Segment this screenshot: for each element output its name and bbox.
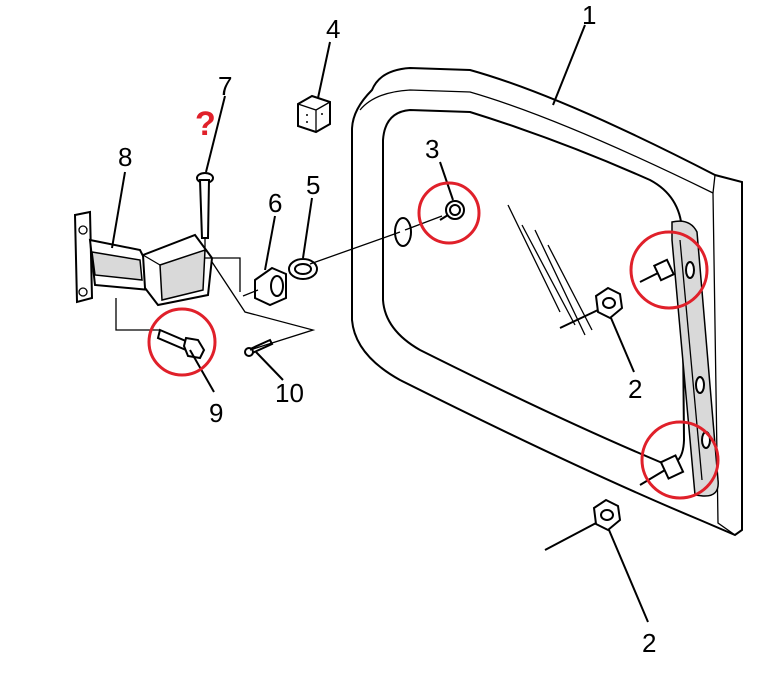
callout-10: 10 xyxy=(275,378,304,408)
hinge-bracket-part-6 xyxy=(242,266,287,307)
highlight-circle-upper-stud xyxy=(629,230,709,310)
window-frame-edge xyxy=(712,174,736,536)
highlight-circle-bolt-9 xyxy=(147,307,217,377)
nut-part-2-upper xyxy=(559,286,624,329)
callout-2-upper: 2 xyxy=(628,374,642,404)
window-glass-assembly xyxy=(351,66,743,537)
leader-lines xyxy=(111,24,649,623)
bolt-part-9 xyxy=(156,328,206,360)
latch-strip xyxy=(671,220,719,497)
callout-8: 8 xyxy=(118,142,132,172)
callout-1: 1 xyxy=(582,0,596,30)
callout-4: 4 xyxy=(326,14,340,44)
glass-stud-lower-right xyxy=(639,454,685,486)
assembly-lines xyxy=(115,215,443,351)
question-mark-annotation: ? xyxy=(195,105,216,143)
callout-9: 9 xyxy=(209,398,223,428)
callout-6: 6 xyxy=(268,188,282,218)
washer-part-5 xyxy=(288,258,318,280)
window-frame-ledge xyxy=(359,89,714,194)
glass-stud-upper-right xyxy=(639,258,676,283)
pin-part-7 xyxy=(196,172,214,239)
nut-part-2-lower xyxy=(544,498,622,551)
hinge-body-part-8 xyxy=(73,210,214,307)
cube-part-4 xyxy=(297,94,331,134)
glass-mounting-hole xyxy=(394,217,412,247)
latch-strip-inner xyxy=(679,239,703,481)
highlight-circle-lower-stud xyxy=(640,420,720,500)
callout-5: 5 xyxy=(306,170,320,200)
callout-2-lower: 2 xyxy=(642,628,656,658)
highlight-marks xyxy=(147,181,720,500)
callout-7: 7 xyxy=(218,71,232,101)
stud-part-3 xyxy=(439,200,465,221)
highlight-circle-stud-3 xyxy=(417,181,481,245)
callout-3: 3 xyxy=(425,134,439,164)
